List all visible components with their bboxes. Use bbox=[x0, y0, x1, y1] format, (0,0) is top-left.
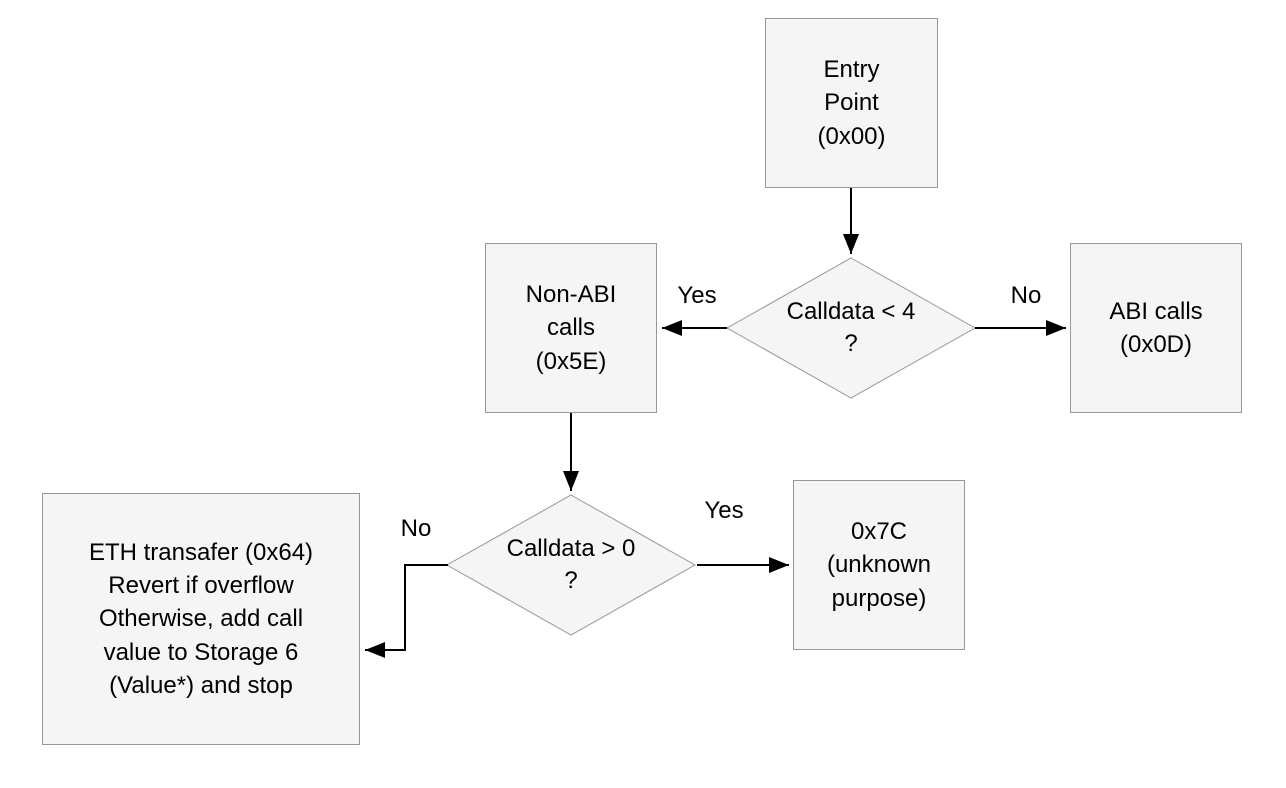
edge-label-d1-yes: Yes bbox=[677, 282, 717, 309]
decision-calldata-lt4-shape bbox=[725, 257, 977, 399]
node-entry-point-label: Entry Point (0x00) bbox=[817, 56, 886, 150]
edge-label-d2-no: No bbox=[400, 515, 432, 542]
node-non-abi-calls: Non-ABI calls (0x5E) bbox=[485, 243, 657, 413]
edge-label-d2-yes: Yes bbox=[704, 497, 744, 524]
node-eth-transfer: ETH transafer (0x64) Revert if overflow … bbox=[42, 493, 360, 745]
edge-label-d1-no: No bbox=[1010, 282, 1042, 309]
node-eth-transfer-label: ETH transafer (0x64) Revert if overflow … bbox=[88, 539, 314, 699]
node-non-abi-calls-label: Non-ABI calls (0x5E) bbox=[525, 281, 617, 375]
decision-calldata-gt0-shape bbox=[445, 494, 697, 636]
node-unknown-0x7c: 0x7C (unknown purpose) bbox=[793, 480, 965, 650]
edge-decision2-no-to-ethtransfer bbox=[365, 564, 448, 658]
node-abi-calls-label: ABI calls (0x0D) bbox=[1109, 297, 1203, 358]
node-abi-calls: ABI calls (0x0D) bbox=[1070, 243, 1242, 413]
node-unknown-0x7c-label: 0x7C (unknown purpose) bbox=[826, 518, 932, 612]
node-entry-point: Entry Point (0x00) bbox=[765, 18, 938, 188]
